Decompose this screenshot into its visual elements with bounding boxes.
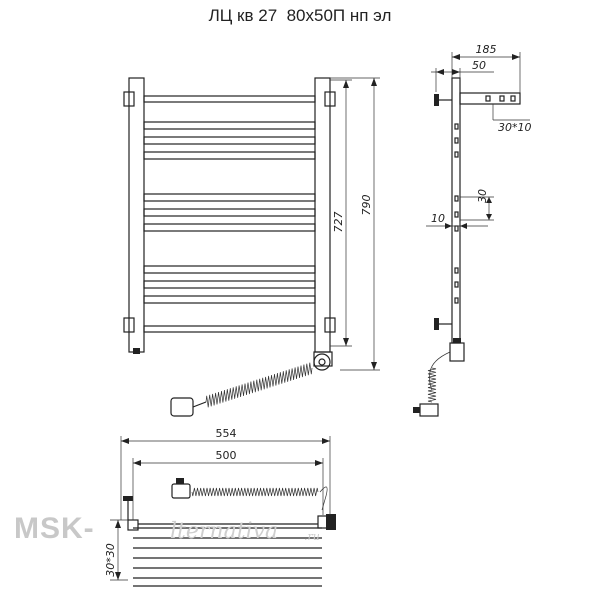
- side-mark-9: [454, 297, 459, 304]
- side-mark-1: [454, 123, 459, 130]
- plug: [170, 397, 194, 417]
- front-bars: [143, 121, 316, 304]
- top-bars: [133, 523, 322, 587]
- bracket-bottom-left: [123, 317, 135, 333]
- side-mark-6: [454, 225, 459, 232]
- front-bar-7: [143, 265, 316, 274]
- side-mark-5: [454, 211, 459, 218]
- left-riser-foot: [133, 348, 140, 354]
- front-bar-8: [143, 280, 316, 289]
- bracket-top-right: [324, 91, 336, 107]
- side-mark-7: [454, 267, 459, 274]
- dim-500: 500: [216, 449, 237, 462]
- front-bar-9: [143, 295, 316, 304]
- front-bar-3: [143, 151, 316, 160]
- side-view: [413, 77, 521, 417]
- top-view: [123, 478, 336, 587]
- dim-727: 727: [332, 212, 345, 233]
- top-rail: [143, 95, 316, 103]
- top-coil: [191, 487, 319, 497]
- wall-mount-bottom: [434, 318, 439, 330]
- side-dimensions: 185 50 30*10 30 10: [426, 43, 532, 232]
- watermark-brand: MSK-: [14, 512, 95, 545]
- side-mark-3: [454, 151, 459, 158]
- dim-554: 554: [216, 427, 237, 440]
- dim-185: 185: [476, 43, 497, 56]
- bracket-bottom-right: [324, 317, 336, 333]
- side-coil: [427, 367, 437, 403]
- heater-knob: [313, 353, 331, 371]
- side-plug: [419, 403, 439, 417]
- bottom-rail: [143, 325, 316, 333]
- top-dimensions: 554 500 30*30: [104, 427, 331, 581]
- dim-30x10: 30*10: [498, 121, 532, 134]
- front-bar-5: [143, 208, 316, 217]
- side-bar-marks: [454, 123, 459, 304]
- top-cable-end: [319, 486, 328, 511]
- side-bracket-top: [459, 92, 521, 105]
- top-plug: [171, 483, 191, 499]
- bracket-top-left: [123, 91, 135, 107]
- dim-790: 790: [360, 195, 373, 216]
- side-mark-8: [454, 281, 459, 288]
- dim-30x30: 30*30: [104, 543, 117, 577]
- front-view: [123, 77, 336, 417]
- side-mark-2: [454, 137, 459, 144]
- dim-50: 50: [472, 59, 486, 72]
- side-heater: [449, 342, 465, 362]
- front-bar-2: [143, 136, 316, 145]
- front-bar-6: [143, 223, 316, 232]
- wall-mount-top: [434, 94, 439, 106]
- front-bar-1: [143, 121, 316, 130]
- front-dimensions: 727 790: [330, 77, 380, 371]
- watermark-suffix: .ru: [304, 530, 320, 543]
- side-cable: [428, 351, 451, 391]
- coiled-cable: [205, 362, 313, 408]
- side-mark-4: [454, 195, 459, 202]
- front-bar-4: [143, 193, 316, 202]
- plug-lead: [192, 401, 207, 408]
- dim-10: 10: [431, 212, 445, 225]
- drawing-title: ЛЦ кв 27 80х50П нп эл: [208, 6, 392, 25]
- right-riser: [314, 77, 331, 353]
- left-riser: [128, 77, 145, 353]
- watermark-script: lternativa: [170, 519, 279, 544]
- heater-knob-center: [318, 358, 326, 366]
- dim-30: 30: [476, 189, 489, 203]
